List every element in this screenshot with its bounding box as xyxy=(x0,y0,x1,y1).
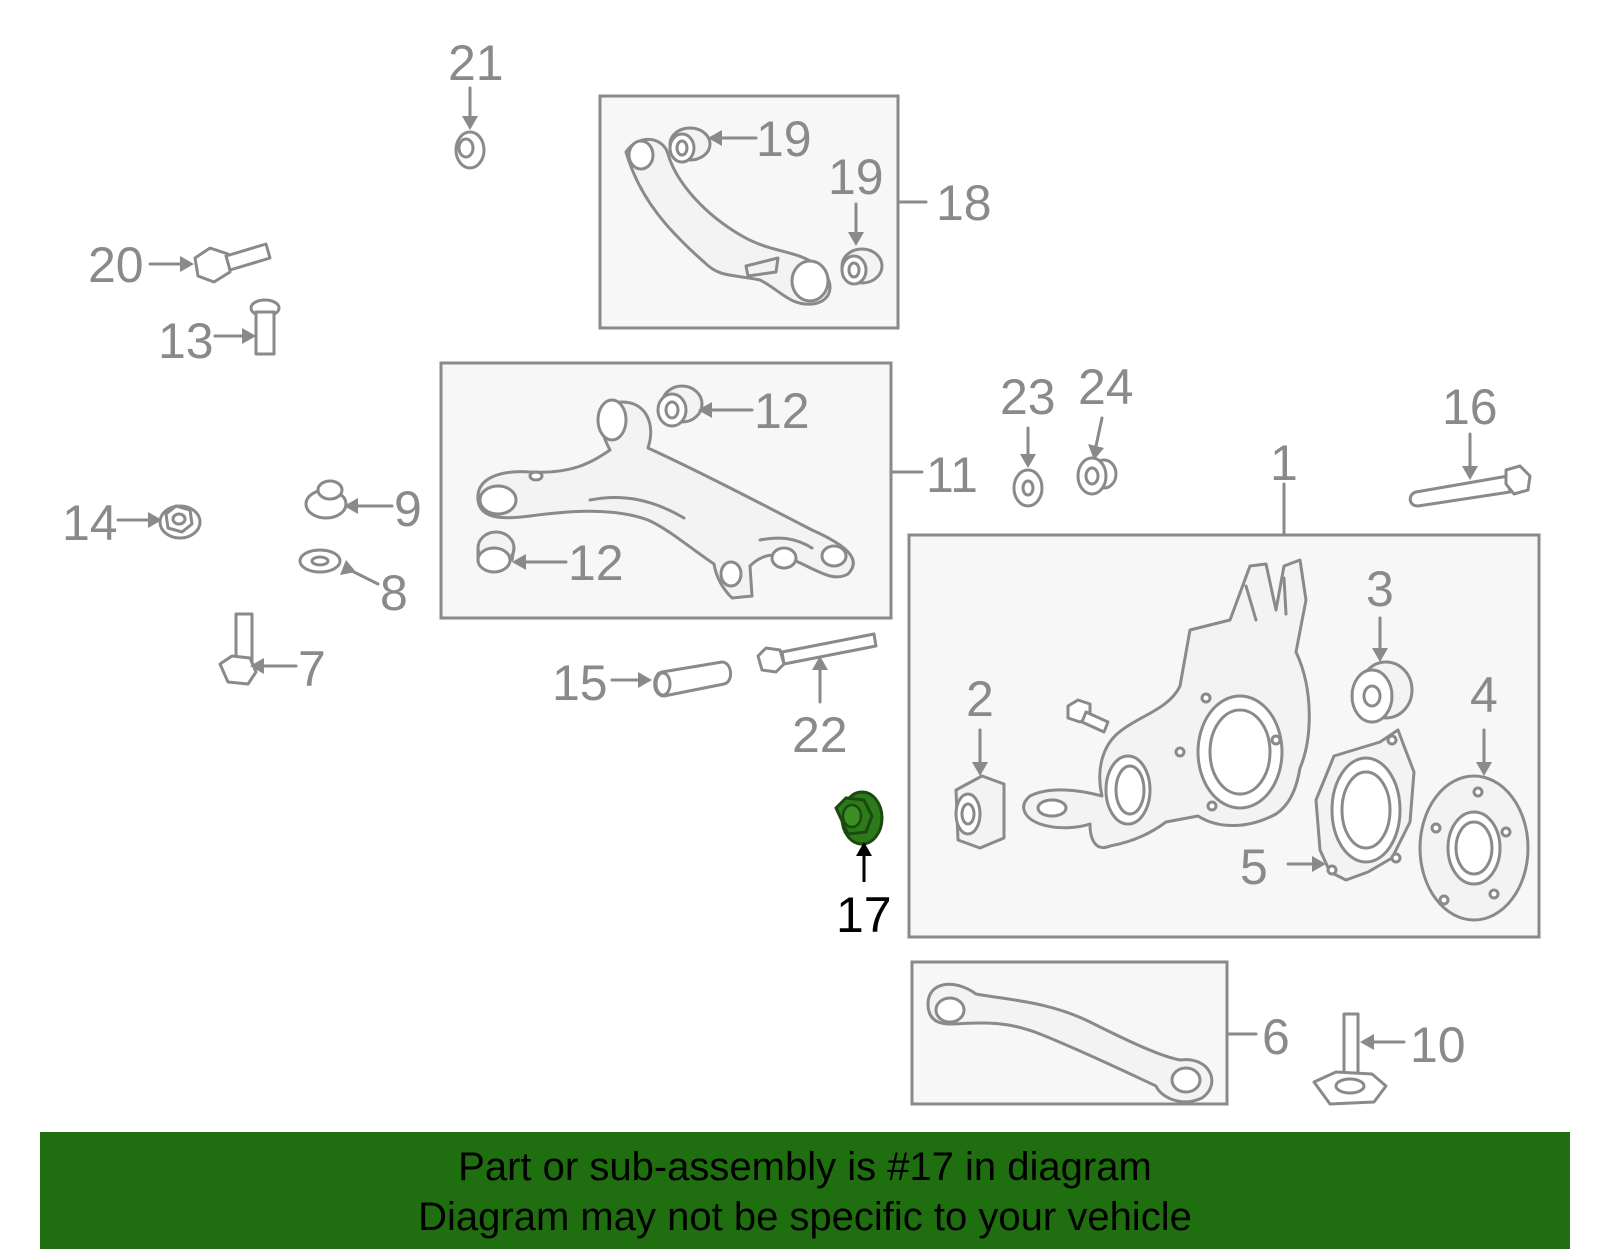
part-19-bushing-a[interactable] xyxy=(668,126,712,164)
arrowhead-23 xyxy=(1020,454,1036,468)
part-16-bolt[interactable] xyxy=(1408,464,1532,508)
arrowhead-12a xyxy=(698,402,712,418)
arrowhead-21 xyxy=(462,116,478,130)
arrowhead-12b xyxy=(512,554,526,570)
arrowhead-19a xyxy=(708,130,722,146)
arrowhead-15 xyxy=(638,672,652,688)
callout-12b: 12 xyxy=(568,535,624,591)
callout-22: 22 xyxy=(792,707,848,763)
callout-13: 13 xyxy=(158,313,214,369)
part-8-washer[interactable] xyxy=(298,548,342,574)
leader-8 xyxy=(348,568,380,586)
arrowhead-19b xyxy=(848,232,864,246)
part-21-nut[interactable] xyxy=(454,130,486,170)
arrowhead-3 xyxy=(1372,648,1388,662)
part-5-hub-bearing[interactable] xyxy=(1314,728,1416,882)
part-9-nut[interactable] xyxy=(304,479,348,520)
leader-24 xyxy=(1094,416,1104,448)
part-14-flange-nut[interactable] xyxy=(158,504,202,540)
callout-4: 4 xyxy=(1470,667,1498,723)
callout-8: 8 xyxy=(380,565,408,621)
callout-14: 14 xyxy=(62,495,118,551)
part-7-bolt[interactable] xyxy=(218,612,258,686)
callout-10: 10 xyxy=(1410,1017,1466,1073)
callout-24: 24 xyxy=(1078,359,1134,415)
callout-18: 18 xyxy=(936,175,992,231)
callout-15: 15 xyxy=(552,655,608,711)
part-23-washer[interactable] xyxy=(1012,468,1044,508)
arrowhead-17 xyxy=(856,842,872,856)
part-15-sleeve[interactable] xyxy=(653,660,732,698)
part-1-steering-knuckle[interactable] xyxy=(1022,558,1311,849)
part-4-rotor[interactable] xyxy=(1418,774,1530,922)
arrowhead-13 xyxy=(242,328,256,344)
callout-3: 3 xyxy=(1366,561,1394,617)
arrowhead-8 xyxy=(340,560,356,575)
callout-2: 2 xyxy=(966,671,994,727)
callout-21: 21 xyxy=(448,35,504,91)
arrowhead-5 xyxy=(1312,856,1326,872)
banner-line-disclaimer: Diagram may not be specific to your vehi… xyxy=(418,1195,1192,1239)
part-6-trailing-link[interactable] xyxy=(926,982,1214,1104)
callout-5: 5 xyxy=(1240,839,1268,895)
callout-16: 16 xyxy=(1442,379,1498,435)
info-banner: Part or sub-assembly is #17 in diagram D… xyxy=(40,1132,1570,1249)
callout-7: 7 xyxy=(298,641,326,697)
part-19-bushing-b[interactable] xyxy=(840,247,884,286)
callout-19b: 19 xyxy=(828,149,884,205)
arrowhead-7 xyxy=(250,658,264,674)
part-24-nut[interactable] xyxy=(1076,456,1118,496)
part-20-bolt[interactable] xyxy=(193,242,272,284)
arrowhead-20 xyxy=(180,256,194,272)
callout-17: 17 xyxy=(836,887,892,943)
part-11-lower-control-arm[interactable] xyxy=(476,398,855,600)
arrowhead-22 xyxy=(812,656,828,670)
part-18-upper-control-arm[interactable] xyxy=(624,137,832,306)
part-22-long-bolt[interactable] xyxy=(756,632,878,674)
arrowhead-14 xyxy=(148,512,162,528)
callout-9: 9 xyxy=(394,481,422,537)
arrowhead-24 xyxy=(1088,444,1104,460)
callout-23: 23 xyxy=(1000,369,1056,425)
part-2-bushing[interactable] xyxy=(954,774,1006,850)
arrowhead-16 xyxy=(1462,466,1478,480)
arrowhead-10 xyxy=(1360,1034,1374,1050)
callout-12a: 12 xyxy=(754,383,810,439)
part-13-bolt[interactable] xyxy=(249,298,281,356)
callout-19a: 19 xyxy=(756,111,812,167)
callout-1: 1 xyxy=(1270,435,1298,491)
callout-6: 6 xyxy=(1262,1009,1290,1065)
part-12-bushing-a[interactable] xyxy=(656,384,704,428)
part-1-small-bolt[interactable] xyxy=(1066,698,1110,734)
callout-11: 11 xyxy=(926,447,978,503)
upper-arm-box xyxy=(598,94,900,330)
part-10-eccentric-bolt[interactable] xyxy=(1312,1012,1388,1106)
callout-20: 20 xyxy=(88,237,144,293)
part-17-nut-highlighted[interactable] xyxy=(834,790,884,846)
part-12-bushing-b[interactable] xyxy=(476,530,516,574)
arrowhead-4 xyxy=(1476,762,1492,776)
arrowhead-2 xyxy=(972,762,988,776)
arrowhead-9 xyxy=(344,498,358,514)
banner-line-part: Part or sub-assembly is #17 in diagram xyxy=(458,1145,1152,1189)
part-3-bushing[interactable] xyxy=(1350,660,1414,724)
